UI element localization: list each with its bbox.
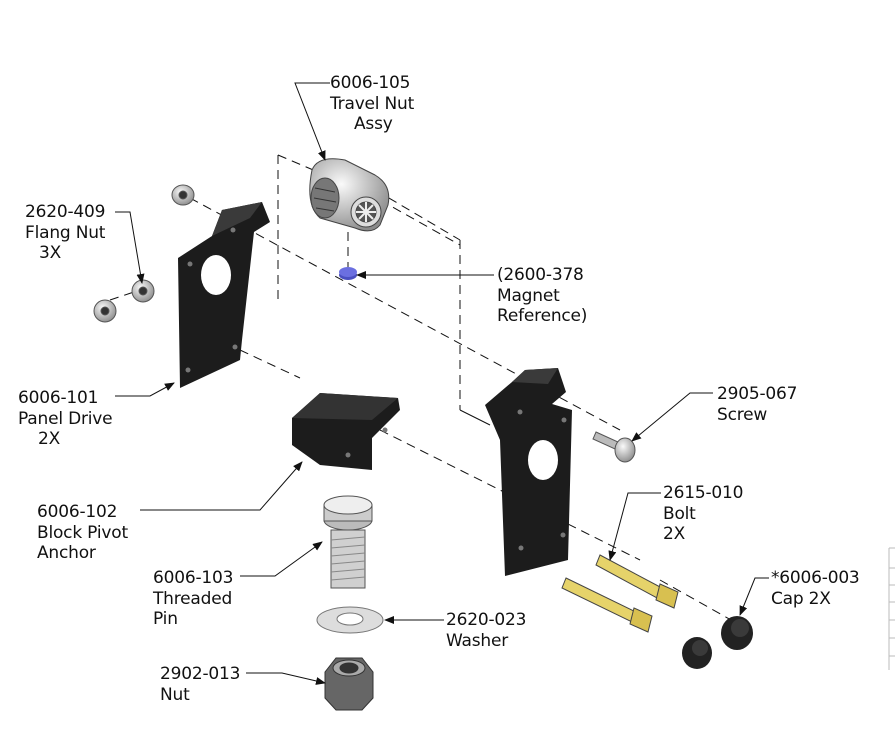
part-name: Nut bbox=[160, 684, 190, 705]
magnet bbox=[339, 267, 357, 280]
flange-nuts bbox=[93, 184, 195, 323]
part-number: *6006-003 bbox=[771, 568, 860, 588]
part-number: 6006-101 bbox=[18, 388, 99, 408]
block-pivot-anchor bbox=[292, 393, 400, 470]
panel-drive-left bbox=[178, 202, 270, 388]
part-number: 2615-010 bbox=[663, 483, 744, 503]
quantity: 2X bbox=[663, 524, 686, 544]
part-name: Pin bbox=[153, 609, 178, 629]
part-name: Block Pivot bbox=[37, 522, 128, 543]
leader-lines bbox=[115, 82, 769, 685]
part-name: Threaded bbox=[153, 588, 233, 609]
part-name: Magnet bbox=[497, 285, 560, 306]
panel-drive-right bbox=[485, 368, 572, 576]
part-number: 6006-102 bbox=[37, 502, 118, 522]
hex-nut bbox=[324, 657, 374, 711]
table-fragment bbox=[888, 547, 895, 670]
part-name: Reference) bbox=[497, 306, 588, 326]
part-number: 2620-023 bbox=[446, 610, 527, 630]
part-number: 2620-409 bbox=[25, 202, 106, 222]
bolts bbox=[561, 554, 679, 633]
part-name: Assy bbox=[354, 114, 393, 134]
assembly-lines bbox=[109, 154, 741, 626]
part-name: Cap 2X bbox=[771, 588, 831, 609]
part-number: (2600-378 bbox=[497, 265, 584, 285]
part-name: Panel Drive bbox=[18, 408, 113, 429]
screw bbox=[592, 431, 636, 463]
part-number: 6006-105 bbox=[330, 73, 411, 93]
quantity: 2X bbox=[38, 429, 61, 449]
part-name: Washer bbox=[446, 630, 509, 651]
assembly-line-solid bbox=[459, 409, 491, 426]
washer bbox=[316, 606, 384, 634]
part-number: 2905-067 bbox=[717, 384, 798, 404]
caps bbox=[682, 616, 753, 669]
travel-nut-assy bbox=[309, 158, 390, 232]
part-number: 2902-013 bbox=[160, 664, 241, 684]
part-name: Bolt bbox=[663, 503, 696, 524]
part-number: 6006-103 bbox=[153, 568, 234, 588]
part-name: Anchor bbox=[37, 543, 96, 563]
part-name: Flang Nut bbox=[25, 222, 106, 243]
part-name: Screw bbox=[717, 404, 768, 425]
threaded-pin bbox=[323, 495, 373, 589]
quantity: 3X bbox=[39, 243, 62, 263]
part-name: Travel Nut bbox=[330, 93, 415, 114]
